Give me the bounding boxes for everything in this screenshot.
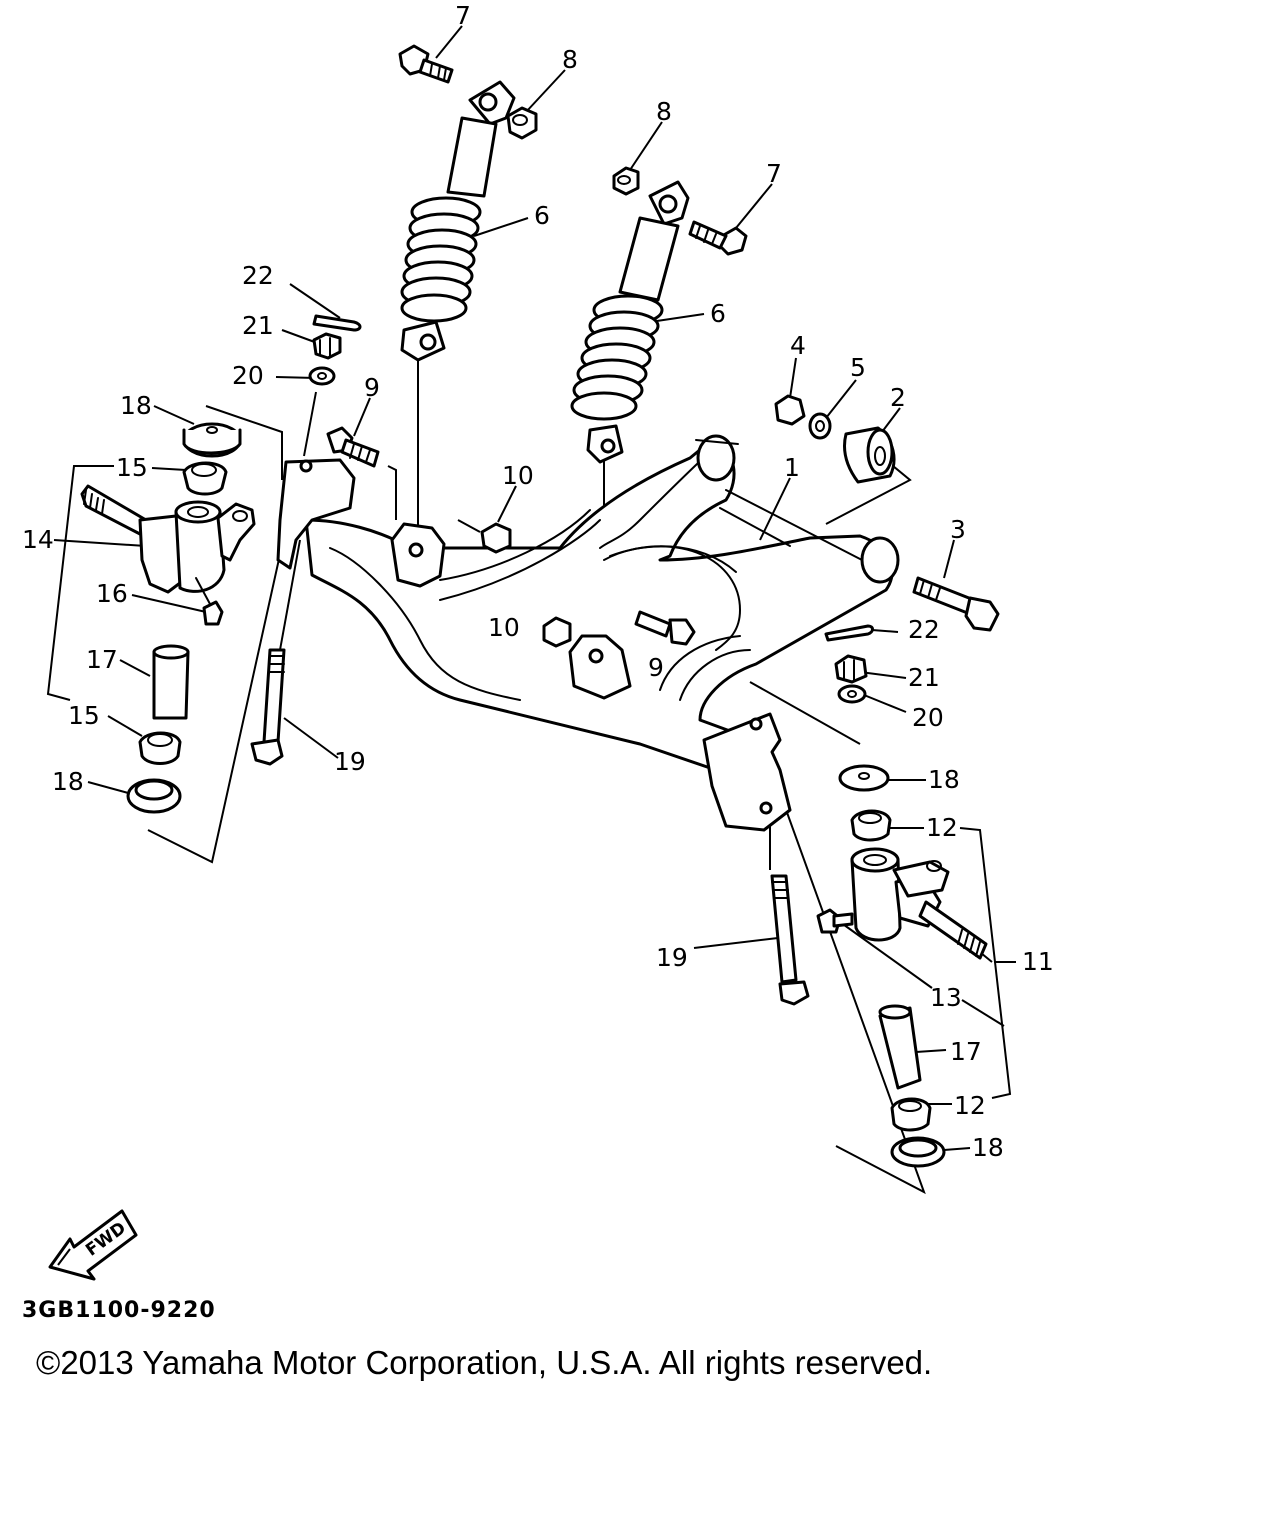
nut-10-lower [542, 616, 572, 648]
bolt-3 [912, 576, 1000, 632]
nut-4 [774, 394, 806, 426]
callout-1: 1 [784, 453, 800, 482]
bolt-7-right [688, 220, 748, 256]
nut-8-right [612, 166, 640, 196]
bolt-13 [816, 908, 854, 934]
callout-10: 10 [488, 613, 520, 642]
callout-6: 6 [710, 299, 726, 328]
parts-diagram: 7 8 8 7 6 22 6 21 4 5 20 9 2 18 10 15 1 … [22, 1, 1054, 1195]
bolt-19-left [250, 648, 286, 766]
bolt-19-right [770, 874, 810, 1006]
diagram-code: 3GB1100-9220 [22, 1298, 216, 1323]
seal-18-lower-left [126, 778, 182, 814]
washer-20-upper [308, 366, 336, 386]
castle-nut-21-upper [312, 332, 342, 360]
callout-labels: 7 8 8 7 6 22 6 21 4 5 20 9 2 18 10 15 1 … [22, 1, 1054, 1162]
callout-9: 9 [364, 373, 380, 402]
callout-19: 19 [656, 943, 688, 972]
callout-13: 13 [930, 983, 962, 1012]
callout-2: 2 [890, 383, 906, 412]
cotter-pin-22-upper [312, 314, 362, 332]
seal-18-upper-left [182, 422, 242, 458]
knuckle-14-left [80, 484, 256, 594]
collar-17-left [152, 644, 190, 720]
callout-5: 5 [850, 353, 866, 382]
callout-18: 18 [928, 765, 960, 794]
callout-21: 21 [242, 311, 274, 340]
callout-4: 4 [790, 331, 806, 360]
bushing-12-lower [890, 1097, 932, 1132]
bolt-9-lower [634, 610, 696, 646]
washer-5 [808, 412, 832, 440]
bolt-9-upper [326, 426, 380, 468]
bushing-15-lower [138, 731, 182, 765]
callout-22: 22 [242, 261, 274, 290]
callout-21: 21 [908, 663, 940, 692]
callout-14: 14 [22, 525, 54, 554]
seal-18-lower-right [890, 1136, 946, 1168]
bolt-7-left [398, 44, 454, 84]
callout-7: 7 [455, 1, 471, 30]
callout-22: 22 [908, 615, 940, 644]
callout-17: 17 [86, 645, 118, 674]
nut-10-upper [480, 522, 512, 554]
callout-7: 7 [766, 159, 782, 188]
nut-8-left [506, 106, 538, 140]
copyright-notice: ©2013 Yamaha Motor Corporation, U.S.A. A… [36, 1344, 933, 1381]
collar-17-right [878, 1004, 922, 1090]
bolt-16 [195, 577, 224, 626]
knuckle-11-right [850, 847, 988, 960]
callout-15: 15 [68, 701, 100, 730]
shock-absorber-left [400, 80, 516, 362]
castle-nut-21-lower [834, 654, 868, 684]
callout-20: 20 [232, 361, 264, 390]
callout-18: 18 [120, 391, 152, 420]
callout-11: 11 [1022, 947, 1054, 976]
callout-12: 12 [954, 1091, 986, 1120]
callout-18: 18 [972, 1133, 1004, 1162]
callout-20: 20 [912, 703, 944, 732]
washer-20-lower [837, 684, 867, 704]
bushing-12-upper [850, 809, 892, 842]
callout-15: 15 [116, 453, 148, 482]
callout-3: 3 [950, 515, 966, 544]
callout-12: 12 [926, 813, 958, 842]
cotter-pin-22-lower [824, 624, 874, 642]
callout-8: 8 [656, 97, 672, 126]
callout-19: 19 [334, 747, 366, 776]
shock-absorber-right [570, 180, 690, 464]
callout-6: 6 [534, 201, 550, 230]
seal-18-upper-right [838, 764, 890, 792]
a-arm-frame [276, 434, 900, 832]
fwd-arrow-icon: FWD [48, 1209, 138, 1281]
callout-8: 8 [562, 45, 578, 74]
callout-18: 18 [52, 767, 84, 796]
bushing-15-upper [182, 461, 228, 496]
callout-10: 10 [502, 461, 534, 490]
bushing-2 [843, 426, 896, 484]
callout-9: 9 [648, 653, 664, 682]
callout-17: 17 [950, 1037, 982, 1066]
callout-16: 16 [96, 579, 128, 608]
